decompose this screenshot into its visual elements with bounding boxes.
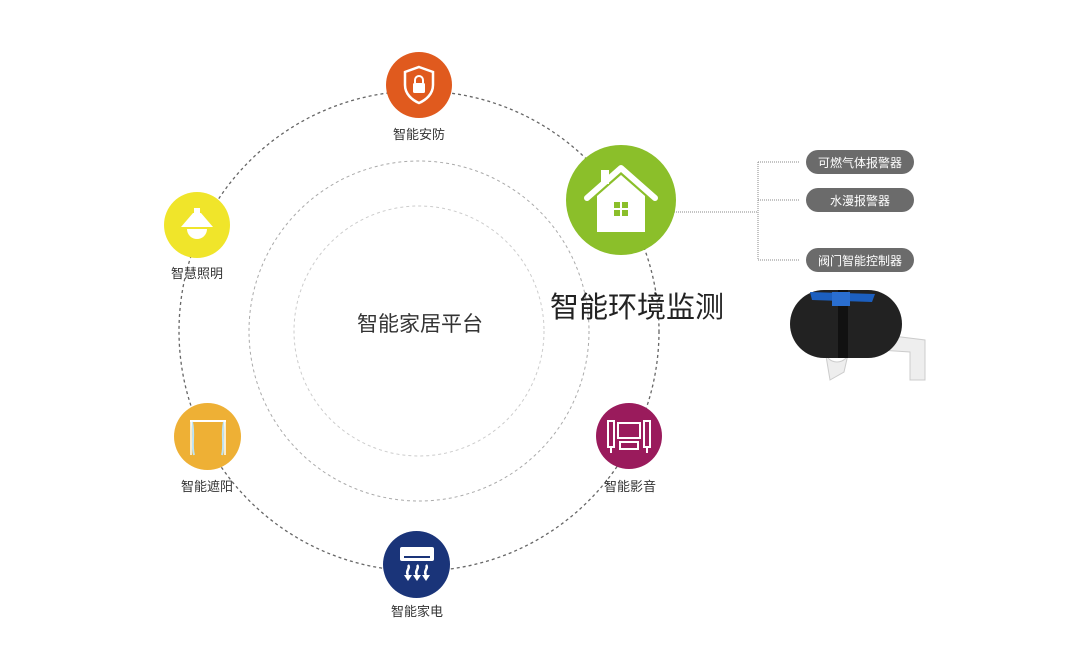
security-node[interactable] xyxy=(386,52,452,118)
media-node[interactable] xyxy=(596,403,662,469)
media-label: 智能影音 xyxy=(603,480,657,495)
environment-label: 智能环境监测 xyxy=(550,290,725,324)
pendant-lamp-icon xyxy=(181,208,213,239)
environment-node[interactable] xyxy=(566,145,676,255)
gas-alarm-pill[interactable]: 可燃气体报警器 xyxy=(806,150,914,174)
lighting-label: 智慧照明 xyxy=(170,267,224,282)
inner-ring xyxy=(293,205,545,457)
appliance-label: 智能家电 xyxy=(390,605,444,620)
home-theater-icon xyxy=(607,420,651,453)
security-label: 智能安防 xyxy=(392,128,446,143)
valve-controller-pill[interactable]: 阀门智能控制器 xyxy=(806,248,914,272)
house-icon xyxy=(584,165,658,232)
valve-controller-image xyxy=(790,290,926,381)
shading-label: 智能遮阳 xyxy=(180,480,234,495)
flood-alarm-pill[interactable]: 水漫报警器 xyxy=(806,188,914,212)
shading-node[interactable] xyxy=(174,403,241,470)
appliance-node[interactable] xyxy=(383,531,450,598)
middle-ring xyxy=(248,160,590,502)
shield-lock-icon xyxy=(403,65,435,105)
device-connector-lines xyxy=(674,161,800,261)
platform-title: 智能家居平台 xyxy=(357,312,483,336)
curtain-icon xyxy=(189,419,226,455)
air-conditioner-icon xyxy=(399,546,434,581)
lighting-node[interactable] xyxy=(164,192,230,258)
